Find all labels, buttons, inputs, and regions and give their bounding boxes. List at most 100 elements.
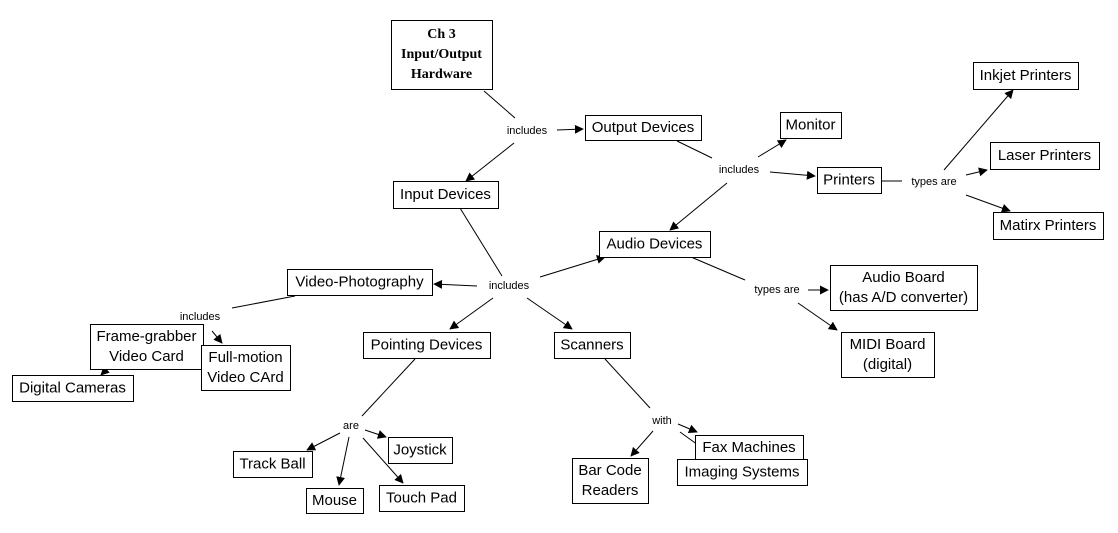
linking-phrase-includes-video: includes <box>180 311 221 323</box>
concept-box <box>12 375 134 402</box>
concept-box <box>780 112 842 139</box>
concept-audio-devices[interactable]: Audio Devices <box>599 231 711 258</box>
edge-includes-to-video <box>433 279 478 289</box>
concept-scanners[interactable]: Scanners <box>554 332 631 359</box>
concept-joystick[interactable]: Joystick <box>388 437 453 464</box>
concept-box <box>830 265 978 311</box>
concept-label: Inkjet Printers <box>980 67 1072 84</box>
concept-printers[interactable]: Printers <box>817 167 882 194</box>
concept-label: Fax Machines <box>702 439 795 456</box>
concept-box <box>817 167 882 194</box>
edge-are-to-joystick <box>364 429 387 439</box>
concept-midi-board[interactable]: MIDI Board(digital) <box>841 332 935 378</box>
concept-box <box>973 62 1079 90</box>
edge-video-to-includes <box>231 295 296 309</box>
concept-monitor[interactable]: Monitor <box>780 112 842 139</box>
concept-box <box>572 458 649 504</box>
concept-mouse[interactable]: Mouse <box>306 488 364 514</box>
edge-types-to-midi <box>797 302 838 331</box>
concept-label: Full-motion <box>208 349 282 366</box>
concept-box <box>393 181 499 209</box>
concept-audio-board[interactable]: Audio Board (has A/D converter) <box>830 265 978 311</box>
concept-input-devices[interactable]: Input Devices <box>393 181 499 209</box>
concept-label: Hardware <box>411 67 472 82</box>
concept-track-ball[interactable]: Track Ball <box>233 451 313 478</box>
edge-are-to-mouse <box>336 436 350 486</box>
concept-inkjet[interactable]: Inkjet Printers <box>973 62 1079 90</box>
edge-with-to-barcode <box>630 430 654 457</box>
concept-touch-pad[interactable]: Touch Pad <box>379 485 465 512</box>
concept-label: Readers <box>582 482 639 499</box>
concept-box <box>841 332 935 378</box>
concept-label: Video CArd <box>207 369 283 386</box>
edge-includes-to-fullmotion <box>211 330 223 344</box>
concept-label: Touch Pad <box>386 490 457 507</box>
concept-label: Video Card <box>109 348 184 365</box>
edge-includes-to-audio <box>669 182 728 231</box>
concept-label: (has A/D converter) <box>839 289 968 306</box>
concept-fax[interactable]: Fax Machines <box>695 435 804 461</box>
edge-are-to-touchpad <box>362 437 404 484</box>
concept-box <box>306 488 364 514</box>
concept-label: Matirx Printers <box>1000 217 1097 234</box>
concept-box <box>599 231 711 258</box>
edge-types-to-matrix <box>965 194 1011 213</box>
concept-label: Pointing Devices <box>371 337 483 354</box>
edge-scanners-to-with <box>604 358 651 409</box>
concept-digital-cameras[interactable]: Digital Cameras <box>12 375 134 402</box>
concept-label: Imaging Systems <box>684 464 799 481</box>
concept-box <box>379 485 465 512</box>
edge-with-to-fax <box>677 423 698 434</box>
concept-box <box>287 269 433 296</box>
concept-label: Digital Cameras <box>19 380 126 397</box>
concept-output-devices[interactable]: Output Devices <box>585 115 702 141</box>
concept-box <box>554 332 631 359</box>
linking-phrase-includes-input: includes <box>489 280 530 292</box>
edge-pointing-to-are <box>361 358 416 417</box>
concept-label: Frame-grabber <box>96 328 196 345</box>
concept-pointing-devices[interactable]: Pointing Devices <box>363 332 491 359</box>
concept-box <box>363 332 491 359</box>
edge-includes-to-input <box>465 142 515 182</box>
concept-video-photo[interactable]: Video-Photography <box>287 269 433 296</box>
linking-phrase-with-scanners: with <box>651 415 672 427</box>
concept-box <box>677 459 808 486</box>
edge-includes-to-monitor <box>757 139 787 158</box>
edge-includes-to-output <box>556 124 584 134</box>
concept-laser[interactable]: Laser Printers <box>990 142 1100 170</box>
concept-label: Audio Devices <box>607 236 703 253</box>
edge-root-to-includes <box>483 90 516 119</box>
concept-box <box>391 20 493 90</box>
edge-types-to-inkjet <box>943 89 1014 171</box>
edge-includes-to-scanners <box>526 297 573 330</box>
concept-label: Mouse <box>312 492 357 509</box>
concept-label: Monitor <box>785 117 835 134</box>
concept-box <box>388 437 453 464</box>
concept-box <box>90 324 204 370</box>
edge-includes-to-audio2 <box>539 255 606 278</box>
concept-box <box>585 115 702 141</box>
concept-matrix[interactable]: Matirx Printers <box>993 212 1104 240</box>
concept-label: Printers <box>823 172 875 189</box>
concept-box <box>695 435 804 461</box>
edge-includes-to-pointing <box>449 297 494 330</box>
edge-audio-to-types <box>690 256 746 281</box>
edge-are-to-trackball <box>306 432 341 451</box>
concept-imaging[interactable]: Imaging Systems <box>677 459 808 486</box>
concept-label: Ch 3 <box>427 27 455 42</box>
concept-label: Audio Board <box>862 269 945 286</box>
linking-phrase-are-pointing: are <box>343 420 359 432</box>
concept-label: Output Devices <box>592 119 695 136</box>
edge-types-to-laser <box>965 167 988 177</box>
linking-phrase-types-printers: types are <box>911 176 956 188</box>
concept-label: Laser Printers <box>998 147 1091 164</box>
concept-label: Joystick <box>393 442 447 459</box>
concept-label: MIDI Board <box>850 336 926 353</box>
concept-box <box>201 345 291 391</box>
connection-lines <box>100 89 1014 486</box>
